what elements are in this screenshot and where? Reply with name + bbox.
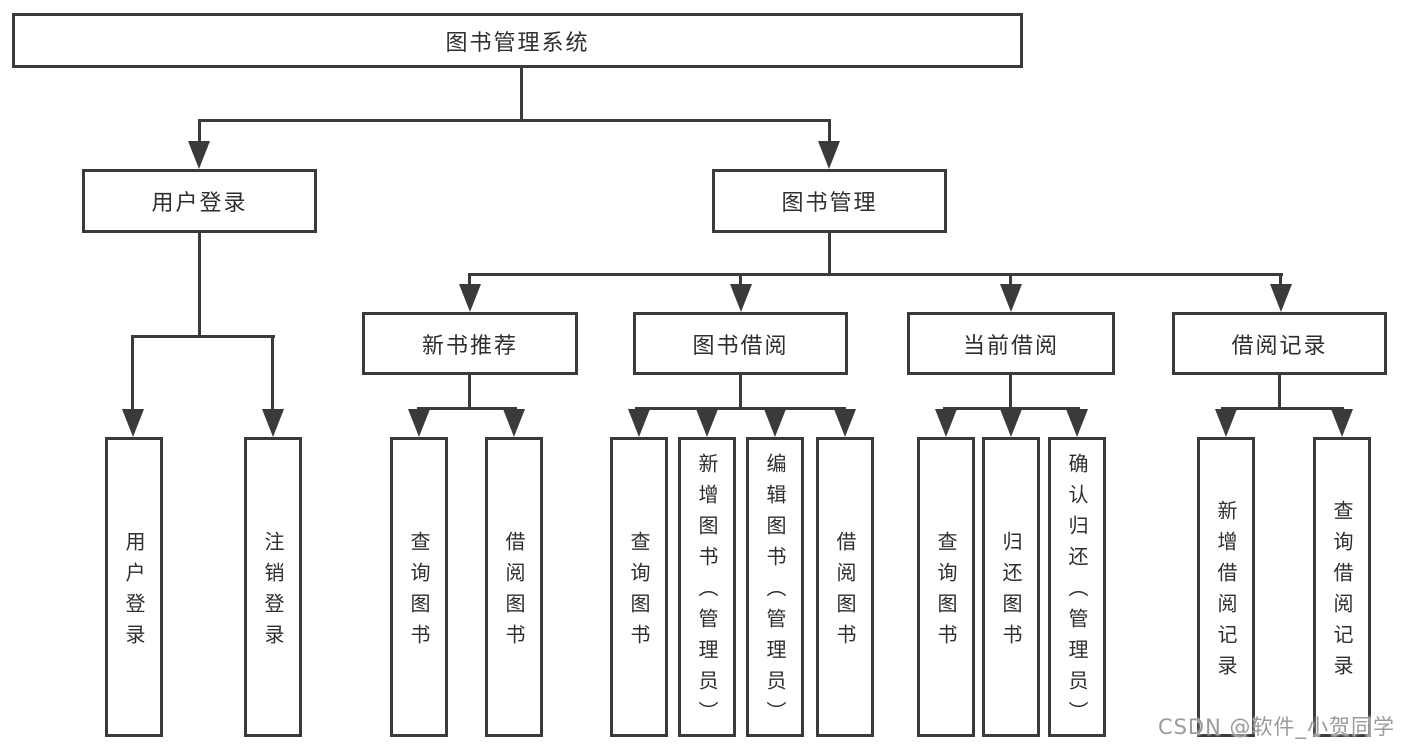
connector-line [943,407,1080,410]
arrowhead-icon [503,409,525,437]
node-label: 查询图书 [934,530,958,655]
node-label: 用户登录 [151,191,248,216]
node-leaf-return-book: 归还图书 [982,437,1040,737]
arrowhead-icon [1000,409,1022,437]
connector-line [1221,407,1344,410]
arrowhead-icon [696,409,718,437]
node-label: 用户登录 [122,530,146,655]
node-label: 当前借阅 [962,333,1059,359]
arrowhead-icon [935,409,957,437]
connector-line [198,119,831,122]
arrowhead-icon [459,284,481,312]
node-label: 查询图书 [627,530,651,655]
node-label: 借阅图书 [833,530,857,655]
node-leaf-query-book-recommend: 查询图书 [390,437,448,737]
connector-line [417,407,517,410]
node-label: 编辑图书（管理员） [763,453,787,732]
arrowhead-icon [1215,409,1237,437]
connector-line [468,273,1283,276]
node-leaf-borrow-book-recommend: 借阅图书 [485,437,543,737]
arrowhead-icon [818,141,840,169]
node-user-login: 用户登录 [82,169,317,233]
arrowhead-icon [628,409,650,437]
node-current-borrow: 当前借阅 [907,312,1115,375]
connector-line [1009,375,1012,409]
connector-line [198,233,201,337]
connector-line [131,335,134,411]
node-leaf-confirm-return-admin: 确认归还（管理员） [1048,437,1106,737]
node-borrow-records: 借阅记录 [1172,312,1387,375]
node-label: 新增图书（管理员） [695,453,719,732]
node-label: 借阅记录 [1231,333,1328,359]
arrowhead-icon [188,141,210,169]
node-leaf-user-login: 用户登录 [105,437,163,737]
node-label: 归还图书 [999,530,1023,655]
connector-line [739,273,742,286]
node-leaf-add-borrow-record: 新增借阅记录 [1197,437,1255,737]
node-label: 查询图书 [407,530,431,655]
arrowhead-icon [122,409,144,437]
arrowhead-icon [764,409,786,437]
connector-line [635,407,846,410]
node-leaf-add-book-admin: 新增图书（管理员） [678,437,736,737]
arrowhead-icon [1270,284,1292,312]
node-new-book-recommend: 新书推荐 [362,312,578,375]
connector-line [1278,375,1281,409]
node-leaf-query-borrow-record: 查询借阅记录 [1313,437,1371,737]
connector-line [828,119,831,145]
node-book-management: 图书管理 [712,169,947,233]
arrowhead-icon [408,409,430,437]
node-label: 注销登录 [261,530,285,655]
node-label: 借阅图书 [502,530,526,655]
arrowhead-icon [1331,409,1353,437]
node-label: 查询借阅记录 [1330,499,1354,686]
node-leaf-borrow-book: 借阅图书 [816,437,874,737]
connector-line [131,335,275,338]
node-label: 图书管理 [781,191,878,216]
node-label: 图书管理系统 [445,30,590,56]
node-library-management-system: 图书管理系统 [12,13,1023,68]
arrowhead-icon [1000,284,1022,312]
connector-line [1009,273,1012,286]
node-label: 新增借阅记录 [1214,499,1238,686]
arrowhead-icon [1066,409,1088,437]
node-label: 确认归还（管理员） [1065,453,1089,732]
node-leaf-query-book-current: 查询图书 [917,437,975,737]
connector-line [828,233,831,275]
node-leaf-query-book-borrow: 查询图书 [610,437,668,737]
connector-line [271,335,274,411]
node-label: 图书借阅 [692,333,789,359]
node-book-borrow: 图书借阅 [633,312,848,375]
arrowhead-icon [262,409,284,437]
arrowhead-icon [834,409,856,437]
connector-line [1279,273,1282,286]
node-leaf-edit-book-admin: 编辑图书（管理员） [746,437,804,737]
node-label: 新书推荐 [421,333,518,359]
node-leaf-logout: 注销登录 [244,437,302,737]
arrowhead-icon [730,284,752,312]
connector-line [198,119,201,145]
connector-line [520,68,523,120]
connector-line [468,273,471,286]
connector-line [468,375,471,409]
connector-line [739,375,742,409]
